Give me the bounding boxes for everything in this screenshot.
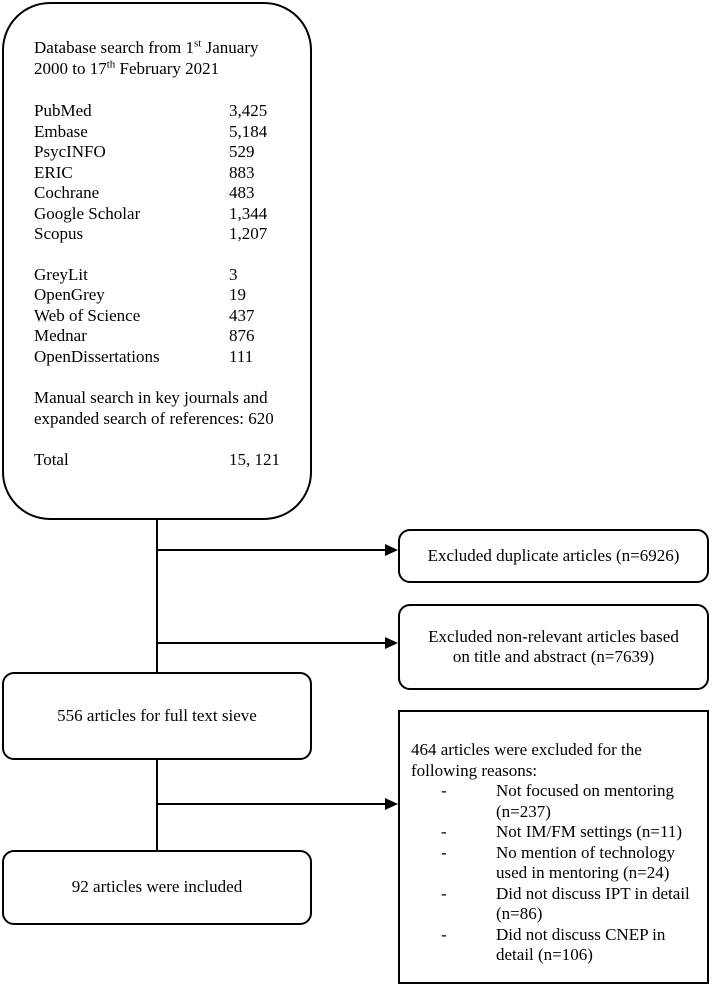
- database-row: Cochrane 483: [34, 183, 304, 204]
- database-count: 5,184: [229, 121, 268, 141]
- database-count: 529: [229, 142, 255, 161]
- excluded-duplicates-text: Excluded duplicate articles (n=6926): [427, 545, 680, 565]
- arrow-line-reasons: [157, 803, 385, 805]
- full-text-sieve-box: 556 articles for full text sieve: [2, 672, 312, 760]
- database-name: Web of Science: [34, 305, 141, 325]
- included-articles-text: 92 articles were included: [71, 877, 243, 897]
- database-count: 19: [229, 285, 246, 304]
- arrowhead-duplicates: [385, 544, 398, 556]
- reason-bullet: -: [441, 822, 447, 841]
- database-row: OpenDissertations 111: [34, 347, 304, 368]
- database-row: Mednar 876: [34, 326, 304, 347]
- database-search-box: Database search from 1st January 2000 to…: [2, 2, 312, 520]
- exclusion-reason: - Not focused on mentoring(n=237): [411, 781, 701, 822]
- arrow-line-duplicates: [157, 549, 385, 551]
- reason-bullet: -: [441, 924, 447, 944]
- exclusion-reason: - Did not discuss IPT in detail(n=86): [411, 884, 701, 925]
- database-row: Web of Science 437: [34, 306, 304, 327]
- reason-bullet: -: [441, 781, 447, 800]
- arrow-line-nonrelevant: [157, 642, 385, 644]
- database-name: Scopus: [34, 224, 84, 243]
- database-count: 111: [229, 346, 254, 366]
- database-row: PsycINFO 529: [34, 142, 304, 163]
- database-count: 437: [229, 305, 255, 325]
- reason-text: Did not discuss IPT in detail(n=86): [496, 883, 690, 924]
- database-row: Google Scholar 1,344: [34, 204, 304, 225]
- database-count: 483: [229, 183, 255, 202]
- search-heading-line2: 2000 to 17th February 2021: [34, 57, 220, 78]
- database-name: GreyLit: [34, 264, 88, 284]
- full-text-sieve-text: 556 articles for full text sieve: [57, 705, 257, 725]
- connector-sieve-to-included: [156, 760, 158, 850]
- reasons-list: - Not focused on mentoring(n=237) - Not IM/…: [411, 781, 701, 966]
- arrowhead-reasons: [385, 798, 398, 810]
- reason-text: Not focused on mentoring(n=237): [496, 781, 674, 821]
- database-count: 1,344: [229, 203, 268, 223]
- included-articles-box: 92 articles were included: [2, 850, 312, 925]
- database-name: Embase: [34, 121, 88, 141]
- database-row: GreyLit 3: [34, 265, 304, 286]
- database-name: PubMed: [34, 101, 92, 120]
- excluded-duplicates-box: Excluded duplicate articles (n=6926): [398, 529, 709, 583]
- reason-bullet: -: [441, 883, 447, 903]
- database-row: Scopus 1,207: [34, 224, 304, 245]
- reasons-intro: 464 articles were excluded for the follo…: [411, 740, 642, 780]
- manual-search-note: Manual search in key journals and expand…: [34, 388, 274, 428]
- exclusion-reasons-box: 464 articles were excluded for the follo…: [398, 710, 709, 984]
- database-name: ERIC: [34, 162, 73, 182]
- total-label: Total: [34, 450, 69, 469]
- excluded-nonrelevant-box: Excluded non-relevant articles based on …: [398, 604, 709, 690]
- database-name: OpenDissertations: [34, 346, 160, 366]
- total-row: Total 15, 121: [34, 450, 304, 471]
- reason-text: Not IM/FM settings (n=11): [496, 822, 683, 841]
- database-count: 3: [229, 264, 238, 284]
- database-count: 1,207: [229, 224, 268, 243]
- database-count: 883: [229, 162, 255, 182]
- database-row: PubMed 3,425: [34, 101, 304, 122]
- database-name: OpenGrey: [34, 285, 105, 304]
- search-heading-line1: Database search from 1st January: [34, 37, 259, 57]
- database-name: Google Scholar: [34, 203, 141, 223]
- database-count: 876: [229, 326, 255, 345]
- total-value: 15, 121: [229, 450, 280, 469]
- excluded-nonrelevant-text: Excluded non-relevant articles based on …: [428, 626, 679, 667]
- arrowhead-nonrelevant: [385, 637, 398, 649]
- connector-search-to-sieve: [156, 520, 158, 672]
- database-name: PsycINFO: [34, 142, 106, 161]
- database-row: Embase 5,184: [34, 122, 304, 143]
- database-name: Mednar: [34, 326, 87, 345]
- database-row: OpenGrey 19: [34, 285, 304, 306]
- exclusion-reason: - Not IM/FM settings (n=11): [411, 822, 701, 843]
- reason-bullet: -: [441, 842, 447, 862]
- database-name: Cochrane: [34, 183, 100, 202]
- database-count: 3,425: [229, 101, 268, 120]
- database-row: ERIC 883: [34, 163, 304, 184]
